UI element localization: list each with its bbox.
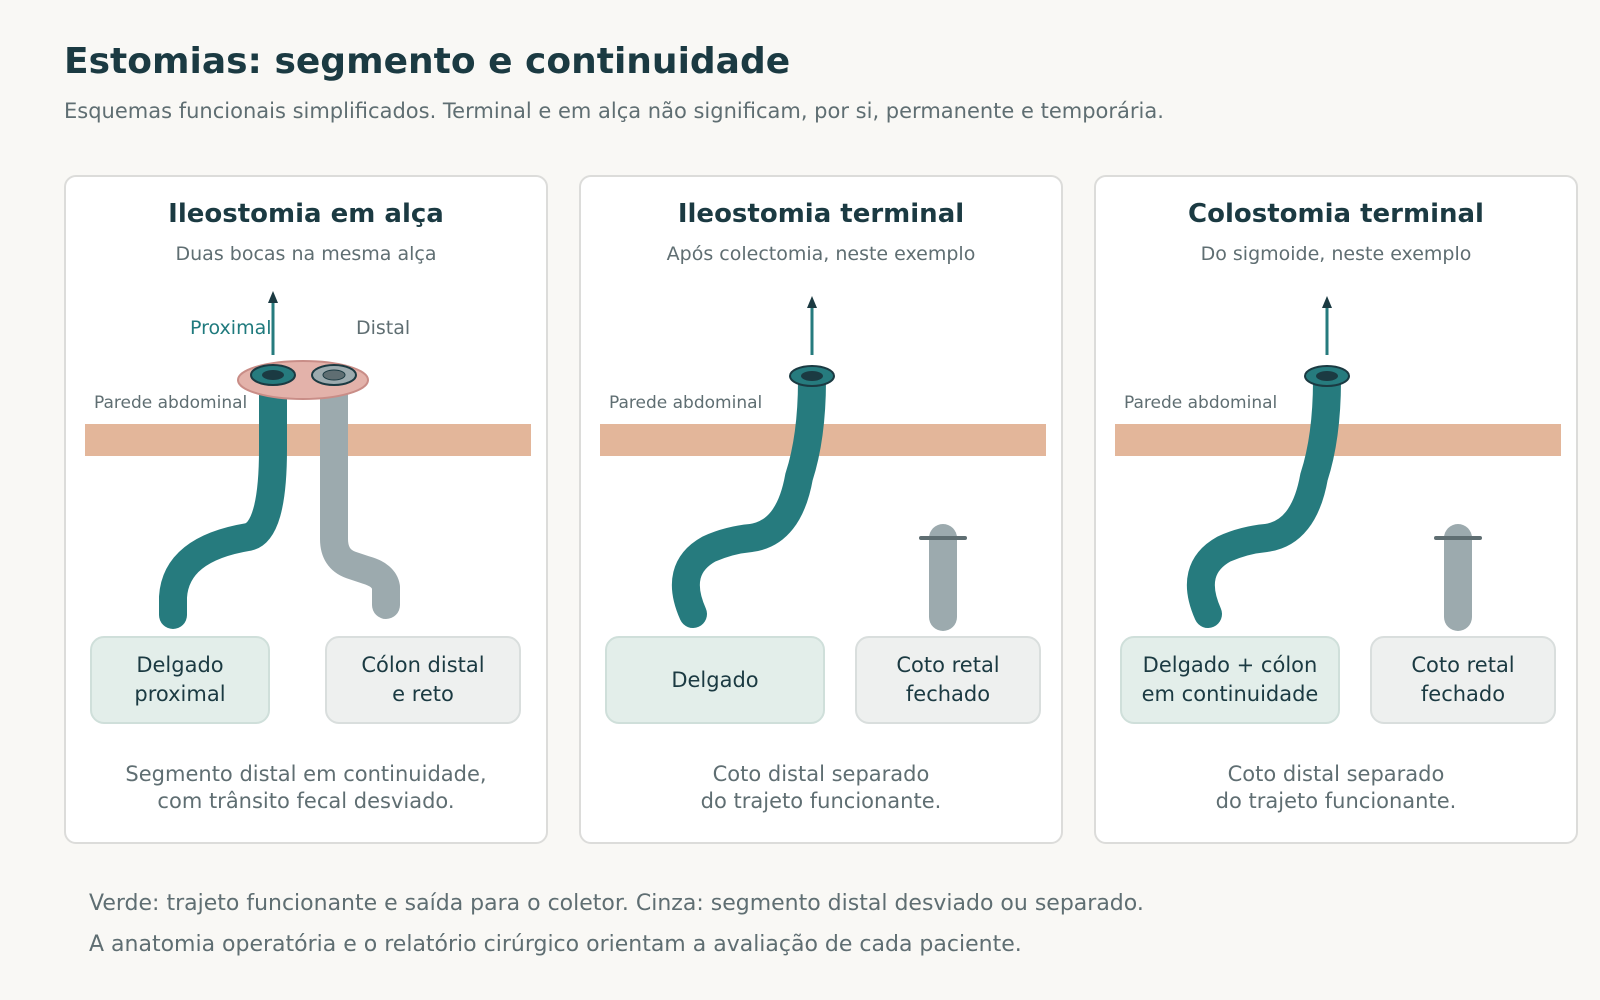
rectal-stump-box: Coto retal fechado <box>855 636 1041 724</box>
functional-bowel-segment <box>1186 366 1341 628</box>
output-arrow-head <box>1322 296 1332 308</box>
abdominal-wall <box>85 424 531 456</box>
small-bowel-segment <box>671 366 826 628</box>
panel-end-ileostomy: Ileostomia terminal Após colectomia, nes… <box>579 175 1063 844</box>
panel-subtitle: Do sigmoide, neste exemplo <box>1200 243 1472 265</box>
panel-subtitle: Após colectomia, neste exemplo <box>666 243 976 265</box>
distal-segment-box: Cólon distal e reto <box>325 636 521 724</box>
panel-loop-ileostomy: Ileostomia em alça Duas bocas na mesma a… <box>64 175 548 844</box>
panel-subtitle: Duas bocas na mesma alça <box>175 243 437 265</box>
rectal-stump-box: Coto retal fechado <box>1370 636 1556 724</box>
proximal-lumen <box>262 370 284 380</box>
stoma-lumen <box>1316 371 1338 381</box>
loop-ileostomy-diagram <box>85 291 531 629</box>
end-ileostomy-diagram <box>600 296 1046 631</box>
panel-note: Coto distal separado do trajeto funciona… <box>700 762 942 814</box>
panel-note: Segmento distal em continuidade, com trâ… <box>125 762 487 814</box>
distal-lumen <box>322 369 346 381</box>
output-arrow-head <box>807 296 817 308</box>
distal-colon-segment <box>320 378 400 619</box>
panel-note: Coto distal separado do trajeto funciona… <box>1215 762 1457 814</box>
panel-title: Ileostomia terminal <box>677 199 965 229</box>
abdominal-wall-label: Parede abdominal <box>94 393 248 413</box>
proximal-segment-box: Delgado proximal <box>90 636 270 724</box>
distal-label: Distal <box>356 317 411 339</box>
end-colostomy-diagram <box>1115 296 1561 631</box>
small-bowel-box: Delgado <box>605 636 825 724</box>
page-subtitle: Esquemas funcionais simplificados. Termi… <box>64 99 1164 123</box>
stoma-lumen <box>801 371 823 381</box>
page-title: Estomias: segmento e continuidade <box>64 41 791 82</box>
legend-note: Verde: trajeto funcionante e saída para … <box>89 891 1144 916</box>
output-arrow-head <box>268 291 278 303</box>
proximal-small-bowel-segment <box>159 366 287 629</box>
abdominal-wall-label: Parede abdominal <box>609 393 763 413</box>
proximal-label: Proximal <box>190 317 272 339</box>
bowel-continuity-box: Delgado + cólon em continuidade <box>1120 636 1340 724</box>
guidance-note: A anatomia operatória e o relatório cirú… <box>89 932 1022 957</box>
abdominal-wall-label: Parede abdominal <box>1124 393 1278 413</box>
panel-end-colostomy: Colostomia terminal Do sigmoide, neste e… <box>1094 175 1578 844</box>
panel-title: Colostomia terminal <box>1188 199 1484 229</box>
panel-title: Ileostomia em alça <box>168 199 444 229</box>
